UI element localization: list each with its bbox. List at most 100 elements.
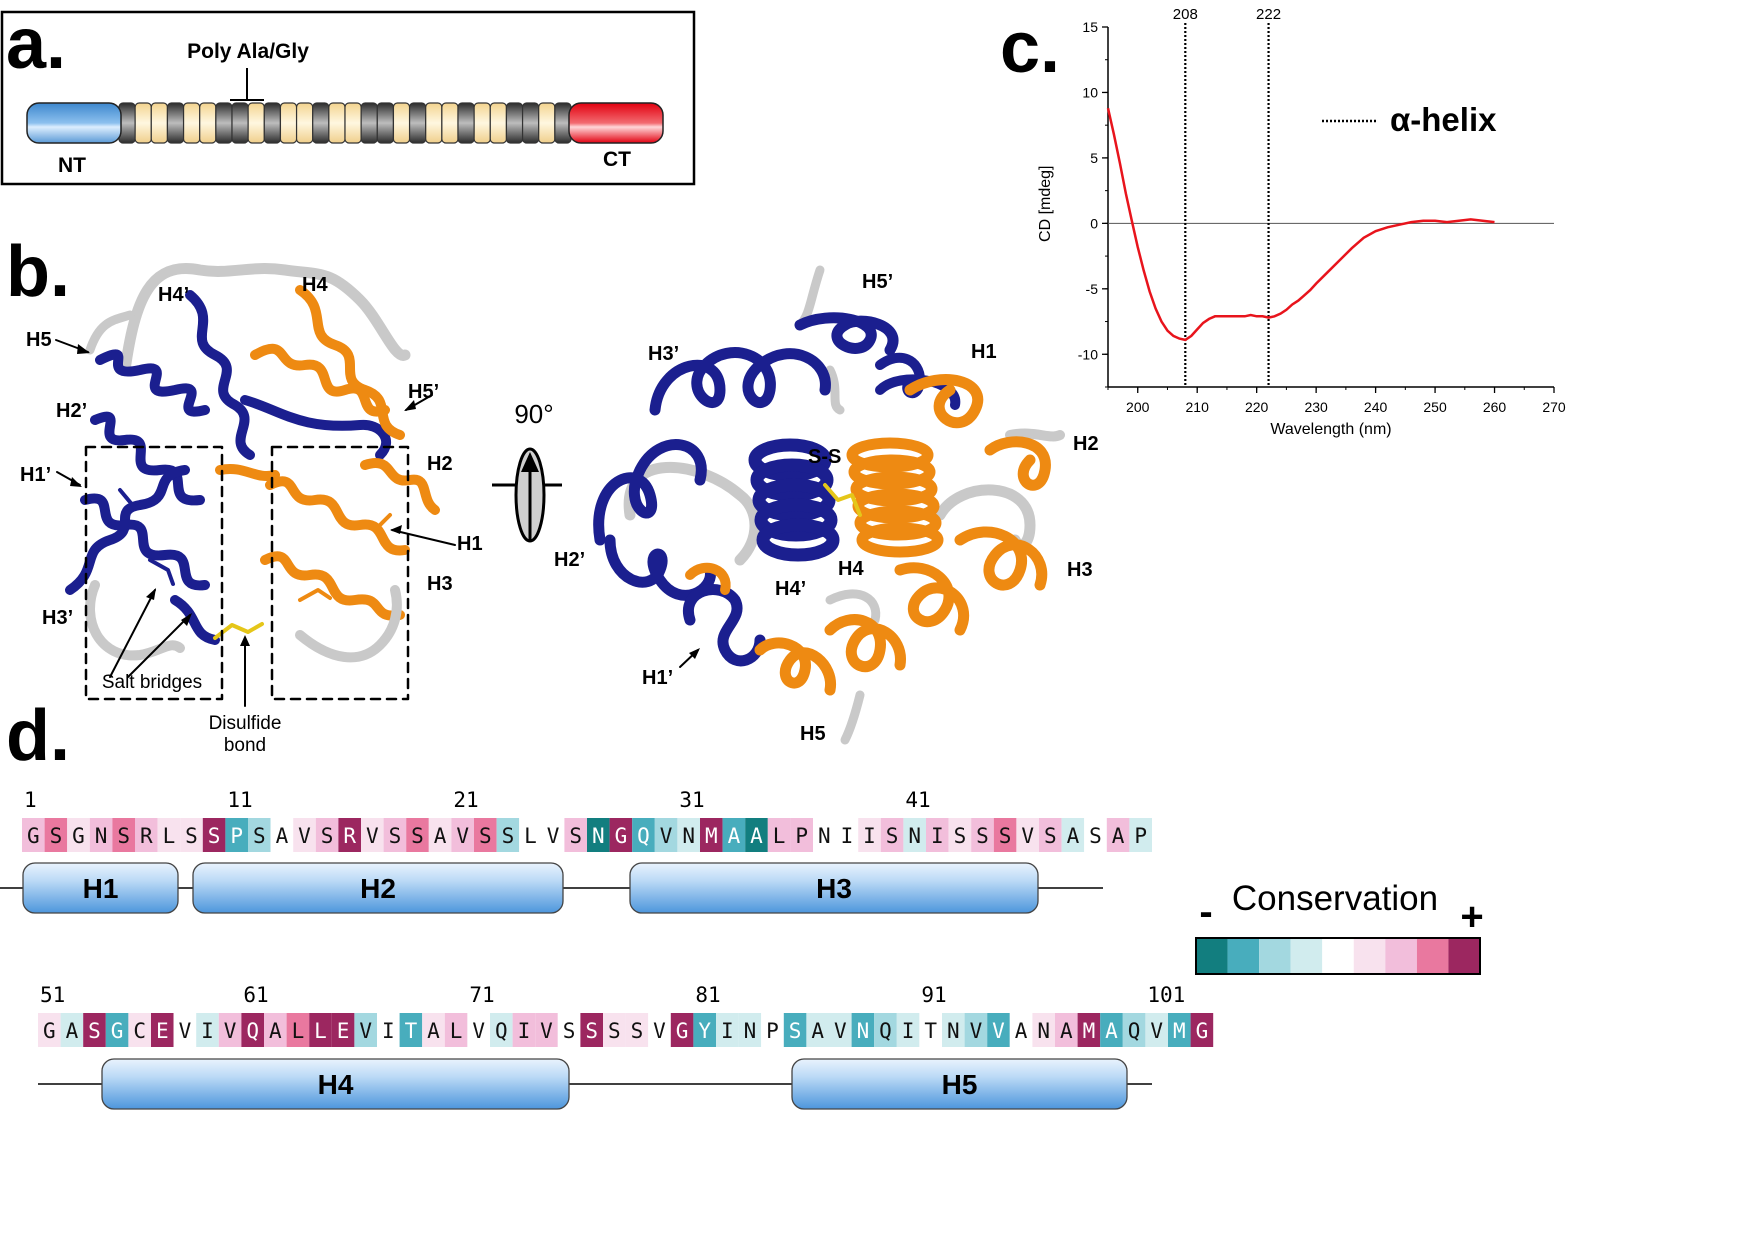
residue-cell [38,1013,61,1047]
residue-cell [767,818,791,852]
residue-letter: N [95,824,108,848]
residue-letter: S [886,824,899,848]
helix-label: H4 [318,1069,354,1100]
residue-letter: A [434,824,447,848]
residue-cell [1077,1013,1101,1047]
helix-h2 [192,862,564,914]
repeat-segment [457,102,475,144]
residue-cell [1190,1013,1214,1047]
residue-cell [964,1013,988,1047]
residue-cell [670,1013,694,1047]
residue-cell [609,818,633,852]
residue-cell [942,1013,965,1047]
residue-letter: L [773,824,786,848]
repeat-segment [279,102,298,144]
residue-letter: N [682,824,695,848]
residue-cell [761,1013,784,1047]
scale-swatch [1227,938,1260,974]
residue-letter: Q [246,1019,259,1043]
residue-cell [1122,1013,1146,1047]
residue-cell [1106,818,1130,852]
residue-cell [580,1013,603,1047]
label-left-h1p: H1’ [20,464,51,486]
repeat-segment [134,102,152,144]
residue-cell [693,1013,716,1047]
residue-letter: S [569,824,582,848]
cd-x-tick-label: 250 [1423,399,1447,415]
residue-cell [1055,1013,1078,1047]
residue-cell [700,818,723,852]
residue-cell [135,818,158,852]
residue-number: 51 [40,983,65,1007]
residue-letter: I [721,1019,734,1043]
residue-letter: N [592,824,605,848]
disulfide-label-line2: bond [224,735,266,756]
residue-letter: P [795,824,808,848]
nt-domain [26,102,122,144]
structure-right-labels: H5’ H3’ H1 S-S H2 H2’ H4’ H4 H3 H1’ H5 [554,271,1099,745]
residue-letter: V [992,1019,1005,1043]
residue-cell [151,1013,174,1047]
ct-domain [568,102,664,144]
residue-letter: S [1044,824,1057,848]
label-left-h3: H3 [427,573,453,595]
panel-b-structure: H4’ H4 H5 H2’ H5’ H1’ H2 H1 H3 H3’ Salt … [20,263,1099,756]
repeat-segment [521,102,540,144]
rotation-90-icon: 90° [492,399,562,543]
residue-cell [1168,1013,1191,1047]
residue-letter: A [1105,1019,1118,1043]
repeat-segment [360,102,378,144]
residue-letter: L [163,824,176,848]
residue-letter: I [201,1019,214,1043]
helix-h1 [22,862,179,914]
residue-cell [180,818,203,852]
residue-letter: G [111,1019,124,1043]
label-right-h1: H1 [971,341,997,363]
residue-cell [851,1013,875,1047]
residue-cell [829,1013,852,1047]
residue-letter: L [450,1019,463,1043]
residue-letter: Y [698,1019,711,1043]
residue-cell [89,818,113,852]
residue-cell [903,818,926,852]
residue-letter: Q [879,1019,892,1043]
residue-cell [338,818,361,852]
residue-cell [428,818,452,852]
repeat-segment [231,102,249,144]
residue-number: 11 [227,788,252,812]
residue-cell [1145,1013,1168,1047]
panel-letter-b: b. [6,232,70,312]
residue-letter: S [1089,824,1102,848]
residue-cell [790,818,813,852]
residue-letter: S [321,824,334,848]
residue-letter: V [660,824,673,848]
residue-number: 101 [1147,983,1185,1007]
repeat-segment [150,102,169,144]
repeat-segment [263,102,282,144]
residue-cell [331,1013,355,1047]
residue-cell [248,818,271,852]
residue-letter: S [117,824,130,848]
residue-letter: S [208,824,221,848]
residue-cell [858,818,881,852]
label-left-h2p: H2’ [56,400,87,422]
label-left-h5: H5 [26,329,52,351]
residue-cell [422,1013,445,1047]
residue-letter: S [479,824,492,848]
cd-x-tick-label: 200 [1126,399,1150,415]
helix-label: H1 [83,873,119,904]
residue-letter: I [382,1019,395,1043]
cd-y-tick-label: 5 [1090,150,1098,166]
residue-letter: S [389,824,402,848]
residue-letter: Q [495,1019,508,1043]
label-right-h2: H2 [1073,433,1099,455]
residue-cell [315,818,339,852]
repeat-segment [199,102,217,144]
cd-y-tick-label: 10 [1082,84,1098,100]
